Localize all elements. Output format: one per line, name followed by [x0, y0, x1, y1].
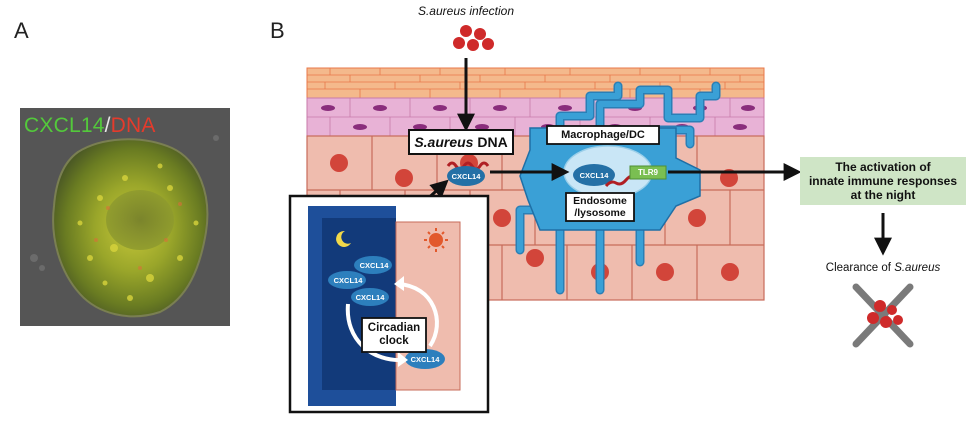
stratum-corneum-layer: [306, 67, 765, 99]
activation-line2: innate immune responses: [808, 174, 958, 188]
cxcl14-endosome-label: CXCL14: [579, 170, 609, 180]
activation-line1: The activation of: [835, 160, 931, 174]
activation-box: The activation of innate immune response…: [800, 157, 966, 205]
cxcl14-night-label-3: CXCL14: [355, 293, 385, 302]
cxcl14-dna-complex-skin: [446, 161, 490, 186]
clearance-italic: S.aureus: [894, 262, 941, 274]
dna-label-box: S.aureus DNA: [409, 130, 513, 154]
dna-label-italic: S.aureus: [414, 134, 474, 150]
dna-label-rest: DNA: [473, 134, 508, 150]
circadian-clock-label: Circadian clock: [362, 318, 426, 352]
circadian-inset: [288, 194, 490, 414]
infection-text: S.aureus infection: [417, 4, 515, 18]
macrophage-label: Macrophage/DC: [561, 129, 645, 141]
panel-label-b: B: [270, 18, 285, 43]
cxcl14-stain-label: CXCL14: [24, 114, 105, 137]
activation-line3: at the night: [850, 188, 916, 202]
tlr9-label: TLR9: [638, 168, 658, 177]
cxcl14-night-label-1: CXCL14: [359, 261, 389, 270]
cxcl14-tlr9-complex: [573, 164, 667, 188]
cxcl14-night-label-2: CXCL14: [333, 276, 363, 285]
bacteria-cluster: [453, 25, 494, 51]
panel-label-a: A: [14, 18, 29, 43]
micrograph-label: CXCL14/DNA: [24, 114, 156, 138]
micrograph-image: [20, 108, 230, 326]
clock-line2: clock: [379, 335, 409, 347]
stain-separator: /: [104, 114, 111, 137]
endosome-line2: /lysosome: [574, 207, 626, 219]
cxcl14-skin-label: CXCL14: [451, 171, 481, 181]
sun-icon: [424, 228, 448, 252]
dna-stain-label: DNA: [110, 114, 156, 137]
endosome-label: Endosome /lysosome: [566, 193, 634, 221]
infection-label: S.aureus infection: [410, 4, 522, 18]
clock-line1: Circadian: [367, 322, 421, 334]
clearance-plain: Clearance of: [825, 262, 895, 274]
endosome-line1: Endosome: [573, 195, 627, 207]
clearance-cross-icon: [852, 283, 914, 348]
clearance-label: Clearance of S.aureus: [810, 262, 956, 274]
cxcl14-day-label: CXCL14: [410, 355, 440, 364]
